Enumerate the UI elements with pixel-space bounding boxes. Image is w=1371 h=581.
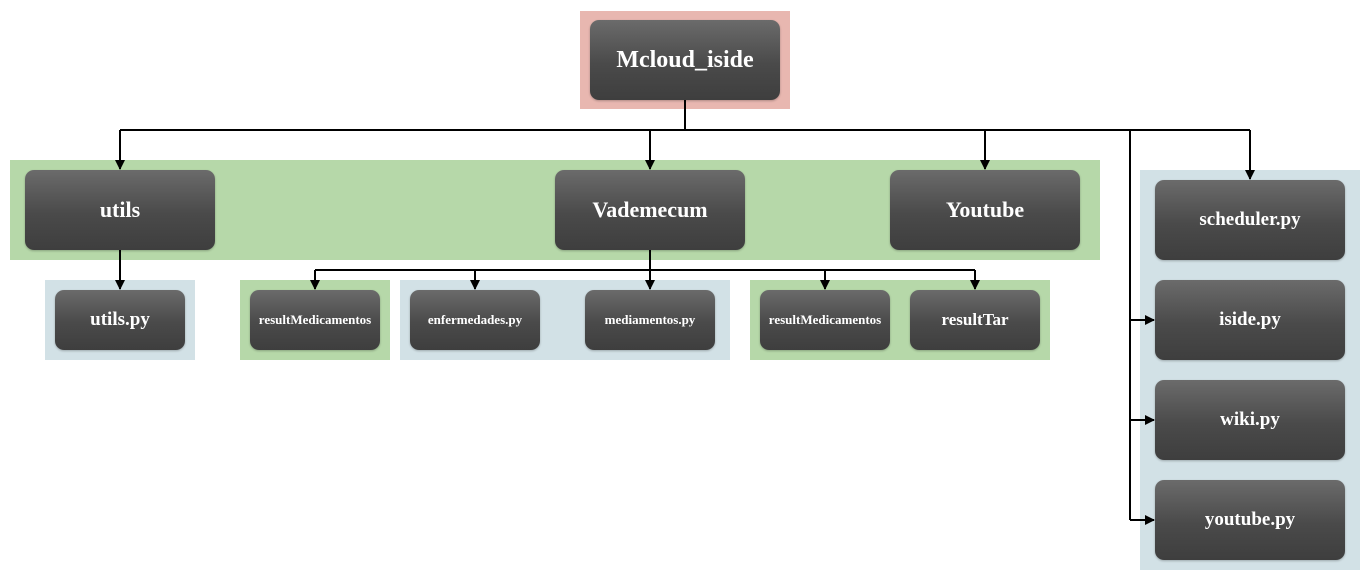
- node-result-medicamentos-1[interactable]: resultMedicamentos: [250, 290, 380, 350]
- node-scheduler-py[interactable]: scheduler.py: [1155, 180, 1345, 260]
- node-enfermedades-py[interactable]: enfermedades.py: [410, 290, 540, 350]
- node-result-tar[interactable]: resultTar: [910, 290, 1040, 350]
- node-utils-py[interactable]: utils.py: [55, 290, 185, 350]
- node-utils[interactable]: utils: [25, 170, 215, 250]
- node-wiki-py[interactable]: wiki.py: [1155, 380, 1345, 460]
- node-youtube-py[interactable]: youtube.py: [1155, 480, 1345, 560]
- node-youtube[interactable]: Youtube: [890, 170, 1080, 250]
- node-mcloud-iside[interactable]: Mcloud_iside: [590, 20, 780, 100]
- node-result-medicamentos-2[interactable]: resultMedicamentos: [760, 290, 890, 350]
- node-mediamentos-py[interactable]: mediamentos.py: [585, 290, 715, 350]
- node-vademecum[interactable]: Vademecum: [555, 170, 745, 250]
- node-iside-py[interactable]: iside.py: [1155, 280, 1345, 360]
